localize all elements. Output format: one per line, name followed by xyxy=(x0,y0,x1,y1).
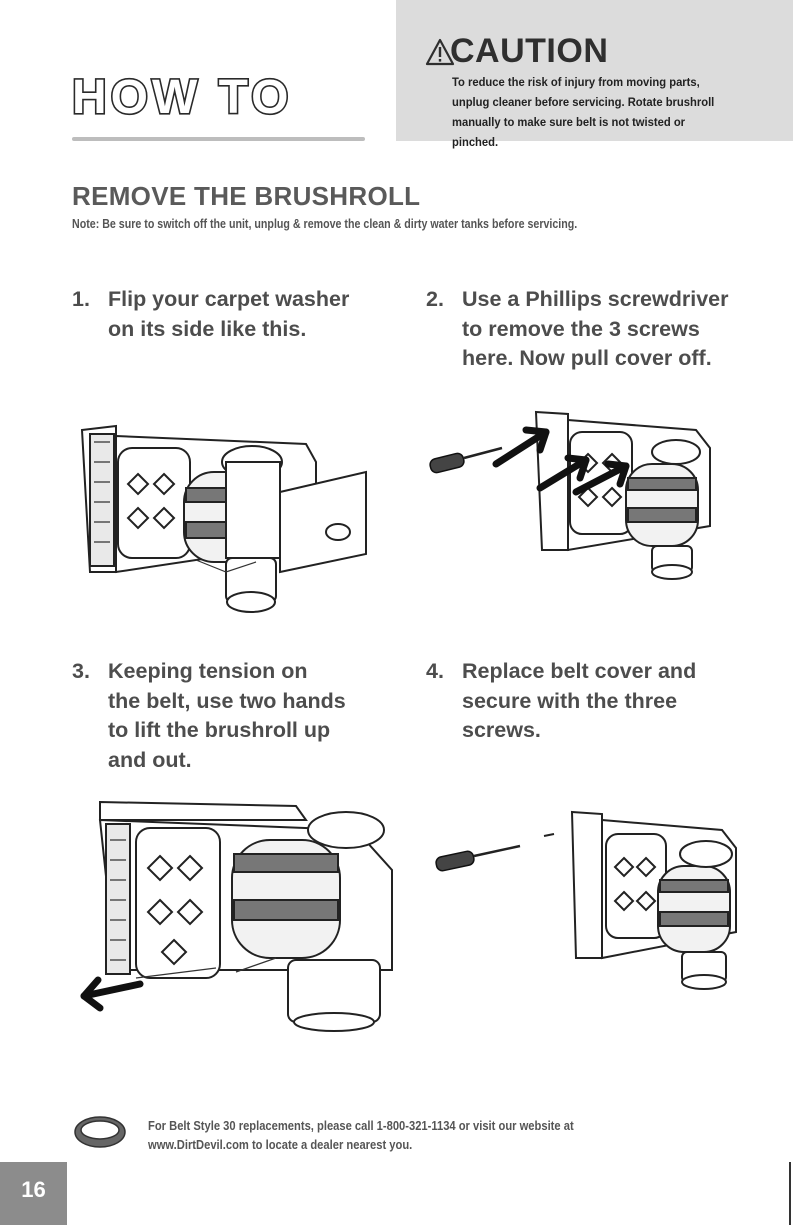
step-line: here. Now pull cover off. xyxy=(462,346,712,370)
page-number-tab xyxy=(0,1162,67,1225)
step-number: 2. xyxy=(426,287,444,311)
remove-screws-illustration xyxy=(429,410,711,580)
step-2: 2. Use a Phillips screwdriver to remove … xyxy=(426,285,766,385)
step-line: to remove the 3 screws xyxy=(462,316,700,341)
section-title: REMOVE THE BRUSHROLL xyxy=(72,181,421,211)
step-line: secure with the three xyxy=(462,688,678,713)
step-number: 4. xyxy=(426,659,444,683)
carpet-washer-side-illustration xyxy=(80,424,367,613)
caution-panel xyxy=(396,0,793,141)
step-text: Replace belt cover and secure with the t… xyxy=(462,657,696,746)
step-line: Use a Phillips screwdriver xyxy=(462,287,729,311)
step-line: the belt, use two hands xyxy=(108,688,346,713)
step-line: and out. xyxy=(108,747,192,772)
footer-line: For Belt Style 30 replacements, please c… xyxy=(148,1118,574,1133)
replace-cover-illustration xyxy=(435,810,737,990)
section-note: Note: Be sure to switch off the unit, un… xyxy=(72,216,578,231)
page-title-text: HOW TO xyxy=(72,71,292,120)
arrow-icon xyxy=(536,454,590,492)
step-line: Keeping tension on xyxy=(108,659,308,683)
step-text: Keeping tension on the belt, use two han… xyxy=(108,657,346,775)
step-1: 1. Flip your carpet washer on its side l… xyxy=(72,285,392,355)
step-text: Flip your carpet washer on its side like… xyxy=(108,285,349,344)
page-number: 16 xyxy=(21,1177,46,1202)
step-line: on its side like this. xyxy=(108,316,307,341)
page-title: HOW TO xyxy=(70,69,292,120)
title-divider xyxy=(72,137,365,141)
step-number: 3. xyxy=(72,659,90,683)
step-line: screws. xyxy=(462,718,541,742)
belt-icon xyxy=(74,1116,126,1148)
warning-triangle-icon xyxy=(425,38,455,66)
step-4: 4. Replace belt cover and secure with th… xyxy=(426,657,766,757)
step-line: Replace belt cover and xyxy=(462,659,697,683)
screwdriver-icon xyxy=(435,833,555,872)
arrow-icon xyxy=(572,460,630,496)
step-line: Flip your carpet washer xyxy=(108,287,350,311)
footer-text: For Belt Style 30 replacements, please c… xyxy=(148,1116,630,1154)
step-line: to lift the brushroll up xyxy=(108,718,331,742)
footer-line: www.DirtDevil.com to locate a dealer nea… xyxy=(148,1137,413,1152)
screwdriver-icon xyxy=(429,446,503,474)
arrow-icon xyxy=(80,976,144,1012)
step-3: 3. Keeping tension on the belt, use two … xyxy=(72,657,392,777)
caution-text: To reduce the risk of injury from moving… xyxy=(452,75,715,149)
page-edge-line xyxy=(789,1162,791,1225)
step-text: Use a Phillips screwdriver to remove the… xyxy=(462,285,729,374)
step-number: 1. xyxy=(72,287,90,311)
lift-brushroll-illustration xyxy=(80,800,393,1032)
arrow-icon xyxy=(492,426,550,468)
caution-title: CAUTION xyxy=(450,32,609,70)
